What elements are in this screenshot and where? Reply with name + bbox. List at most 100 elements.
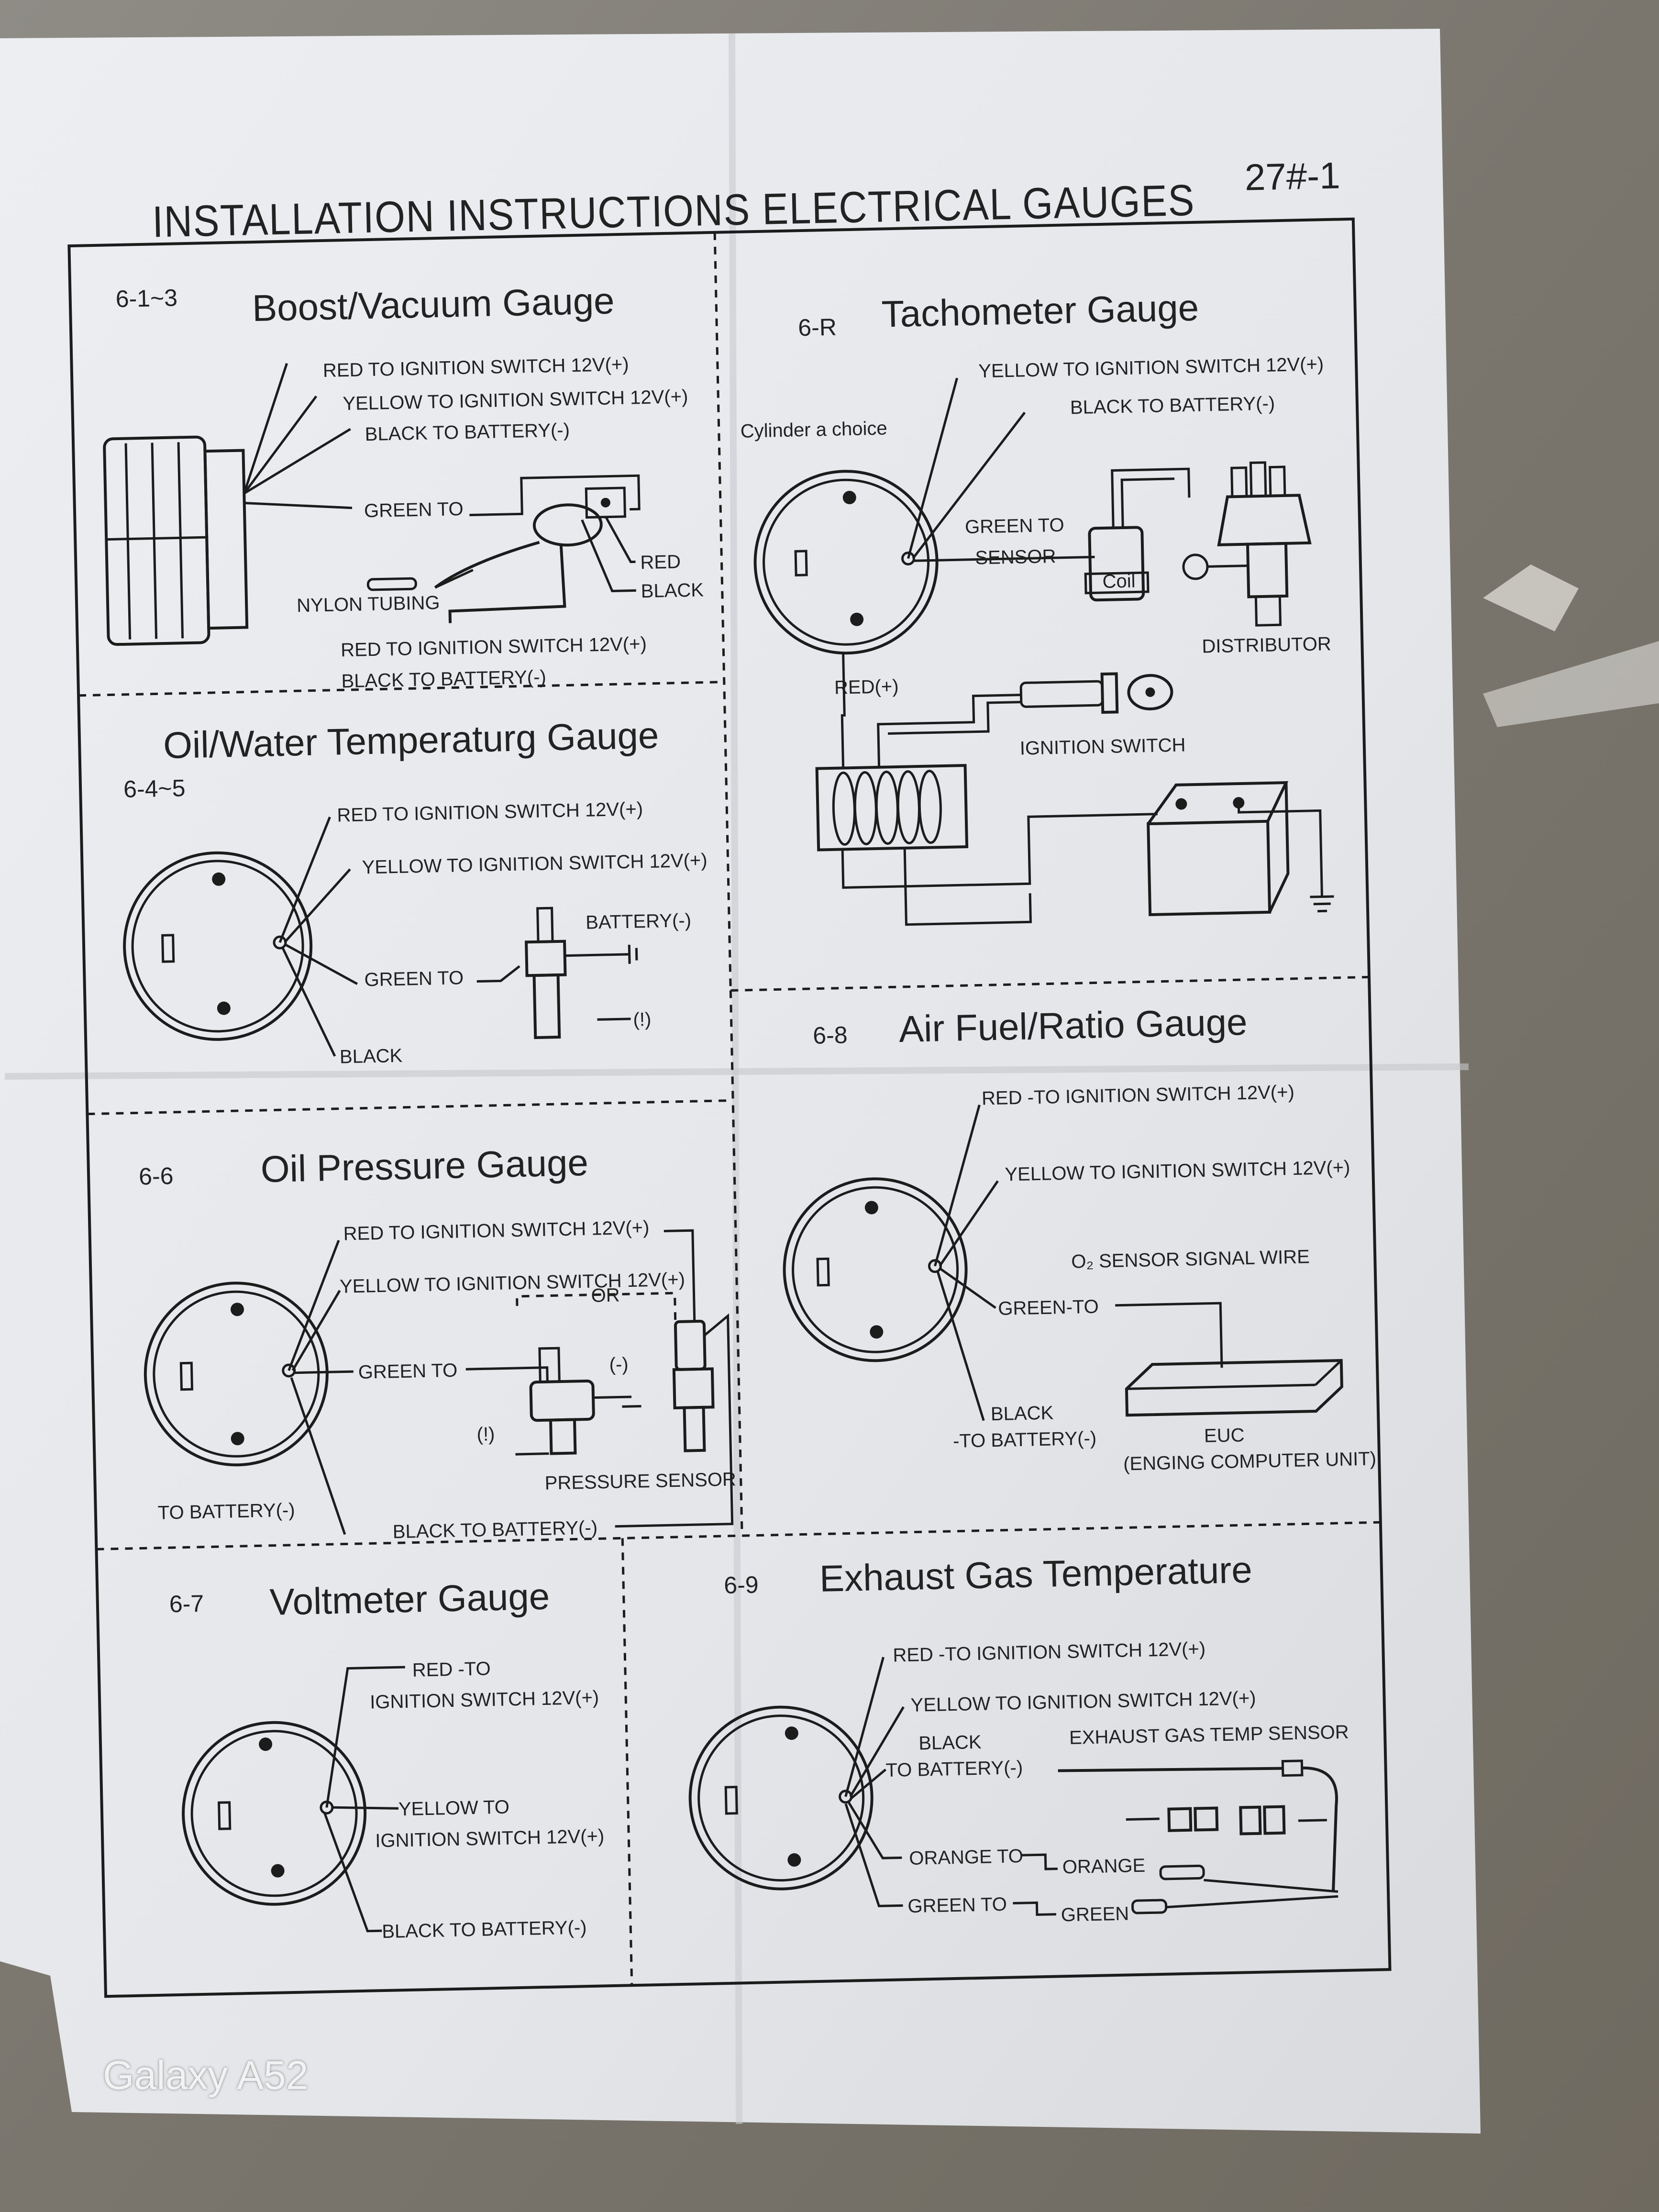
op-warning-label: (!) bbox=[476, 1424, 495, 1445]
sender-label-red: RED bbox=[640, 551, 681, 573]
distributor-label: DISTRIBUTOR bbox=[1202, 633, 1331, 657]
section-title: Oil Pressure Gauge bbox=[260, 1141, 589, 1190]
tach-wire-green: GREEN TO bbox=[965, 515, 1064, 538]
page-title: INSTALLATION INSTRUCTIONS ELECTRICAL GAU… bbox=[152, 176, 1195, 247]
euc-full-label: (ENGING COMPUTER UNIT) bbox=[1123, 1448, 1377, 1474]
volt-wire-red-1: RED -TO bbox=[412, 1658, 491, 1681]
afr-wire-black: BLACK bbox=[990, 1403, 1053, 1425]
oil-water-gauge-face bbox=[123, 851, 313, 1041]
egt-probe bbox=[1058, 1759, 1338, 1914]
ignition-coil: Coil bbox=[1084, 526, 1150, 602]
voltmeter-gauge-face bbox=[182, 1721, 367, 1906]
egt-compression-fittings bbox=[1126, 1805, 1327, 1836]
op-wire-black: BLACK TO BATTERY(-) bbox=[392, 1517, 597, 1543]
section-code: 6-1~3 bbox=[115, 284, 177, 312]
egt-wire-black-2: TO BATTERY(-) bbox=[885, 1757, 1023, 1781]
section-tachometer: 6-R Tachometer Gauge Cylinder a choice Y… bbox=[740, 287, 1334, 926]
volt-wire-black: BLACK TO BATTERY(-) bbox=[382, 1917, 587, 1942]
boost-gauge-side-view bbox=[103, 435, 249, 646]
divider-tach-afr bbox=[730, 975, 1370, 992]
divider-oilwater-oilpress bbox=[87, 1099, 733, 1116]
tach-wire-yellow: YELLOW TO IGNITION SWITCH 12V(+) bbox=[978, 354, 1324, 382]
nylon-tubing-label: NYLON TUBING bbox=[297, 592, 440, 616]
outer-frame bbox=[67, 217, 1392, 1998]
egt-wire-red: RED -TO IGNITION SWITCH 12V(+) bbox=[893, 1638, 1206, 1666]
coil-label: Coil bbox=[1102, 571, 1136, 592]
cylinder-choice-label: Cylinder a choice bbox=[740, 418, 887, 442]
egt-wire-orange: ORANGE TO bbox=[909, 1846, 1023, 1869]
distributor bbox=[1182, 461, 1312, 627]
afr-gauge-face bbox=[783, 1177, 968, 1362]
op-wire-red: RED TO IGNITION SWITCH 12V(+) bbox=[343, 1217, 649, 1244]
section-title: Boost/Vacuum Gauge bbox=[252, 279, 615, 329]
vertical-divider-top bbox=[713, 232, 732, 991]
afr-wire-black-battery: -TO BATTERY(-) bbox=[953, 1428, 1097, 1452]
wire-label-red-2: RED TO IGNITION SWITCH 12V(+) bbox=[341, 633, 647, 661]
afr-wire-yellow: YELLOW TO IGNITION SWITCH 12V(+) bbox=[1005, 1157, 1350, 1185]
section-code: 6-4~5 bbox=[123, 774, 186, 803]
sender-label-black: BLACK bbox=[641, 579, 704, 602]
op-wire-yellow: YELLOW TO IGNITION SWITCH 12V(+) bbox=[340, 1269, 686, 1297]
section-voltmeter: 6-7 Voltmeter Gauge RED -TO IGNITION SWI… bbox=[169, 1575, 605, 1942]
ow-warning-label: (!) bbox=[633, 1009, 652, 1030]
vertical-divider-mid bbox=[729, 990, 743, 1536]
tach-wire-sensor: SENSOR bbox=[975, 546, 1056, 569]
ow-wire-yellow: YELLOW TO IGNITION SWITCH 12V(+) bbox=[362, 850, 708, 878]
ow-battery-label: BATTERY(-) bbox=[586, 910, 692, 933]
section-code: 6-R bbox=[798, 314, 837, 342]
egt-orange-lead: ORANGE bbox=[1062, 1855, 1145, 1878]
tach-wire-black: BLACK TO BATTERY(-) bbox=[1070, 393, 1275, 418]
egt-wire-yellow: YELLOW TO IGNITION SWITCH 12V(+) bbox=[910, 1688, 1256, 1716]
wire-label-yellow: YELLOW TO IGNITION SWITCH 12V(+) bbox=[343, 386, 688, 414]
document-code: 27#-1 bbox=[1244, 154, 1340, 198]
section-code: 6-7 bbox=[169, 1590, 204, 1618]
afr-o2-label: O₂ SENSOR SIGNAL WIRE bbox=[1071, 1246, 1310, 1272]
section-boost-vacuum: 6-1~3 Boost/Vacuum Gauge RED TO IGNITION… bbox=[103, 279, 704, 692]
volt-wire-yellow-1: YELLOW TO bbox=[398, 1797, 510, 1820]
ow-wire-black: BLACK bbox=[340, 1045, 403, 1068]
battery bbox=[1147, 781, 1290, 917]
divider-middle-bottom bbox=[96, 1521, 1381, 1550]
section-title: Exhaust Gas Temperature bbox=[819, 1548, 1252, 1600]
volt-wire-red-2: IGNITION SWITCH 12V(+) bbox=[370, 1687, 599, 1713]
tachometer-gauge-face bbox=[753, 470, 939, 655]
egt-green-lead: GREEN bbox=[1061, 1903, 1129, 1925]
camera-watermark: Galaxy A52 bbox=[103, 2053, 309, 2098]
pressure-sensor bbox=[672, 1319, 715, 1452]
pressure-sensor-label: PRESSURE SENSOR bbox=[544, 1469, 736, 1493]
wire-label-green: GREEN TO bbox=[364, 498, 464, 521]
coil-wiring-block bbox=[815, 764, 969, 852]
engine-computer-unit bbox=[1125, 1359, 1343, 1417]
section-exhaust-gas-temp: 6-9 Exhaust Gas Temperature RED -TO IGNI… bbox=[688, 1548, 1349, 1925]
op-to-battery: TO BATTERY(-) bbox=[157, 1500, 295, 1524]
section-oil-water-temp: Oil/Water Temperaturg Gauge 6-4~5 RED TO… bbox=[123, 714, 708, 1068]
op-wire-green: GREEN TO bbox=[358, 1360, 457, 1383]
boost-sender-unit bbox=[532, 487, 627, 547]
section-air-fuel-ratio: 6-8 Air Fuel/Ratio Gauge RED -TO IGNITIO… bbox=[783, 1001, 1377, 1474]
afr-wire-green: GREEN-TO bbox=[998, 1296, 1099, 1319]
paper-sheet bbox=[0, 29, 1481, 2134]
op-minus-label: (-) bbox=[609, 1354, 629, 1375]
section-title: Tachometer Gauge bbox=[881, 287, 1199, 335]
ignition-switch-label: IGNITION SWITCH bbox=[1019, 734, 1185, 759]
ignition-switch bbox=[1019, 672, 1173, 714]
section-title: Air Fuel/Ratio Gauge bbox=[898, 1001, 1248, 1050]
section-code: 6-6 bbox=[139, 1162, 174, 1190]
op-or-label: OR bbox=[591, 1284, 620, 1306]
section-oil-pressure: 6-6 Oil Pressure Gauge RED TO IGNITION S… bbox=[139, 1141, 737, 1543]
euc-label: EUC bbox=[1204, 1425, 1245, 1447]
volt-wire-yellow-2: IGNITION SWITCH 12V(+) bbox=[375, 1825, 605, 1851]
afr-wire-red: RED -TO IGNITION SWITCH 12V(+) bbox=[982, 1082, 1295, 1109]
temperature-sender bbox=[525, 907, 567, 1040]
ow-wire-red: RED TO IGNITION SWITCH 12V(+) bbox=[337, 798, 643, 826]
section-code: 6-9 bbox=[724, 1571, 759, 1599]
wire-label-black-2: BLACK TO BATTERY(-) bbox=[341, 666, 546, 692]
vertical-divider-bottom bbox=[621, 1538, 633, 1986]
section-title: Oil/Water Temperaturg Gauge bbox=[163, 714, 659, 766]
wire-label-black: BLACK TO BATTERY(-) bbox=[365, 420, 570, 445]
ow-wire-green: GREEN TO bbox=[364, 967, 464, 990]
egt-sensor-label: EXHAUST GAS TEMP SENSOR bbox=[1069, 1722, 1349, 1748]
egt-wire-black-1: BLACK bbox=[918, 1732, 982, 1754]
wire-label-red: RED TO IGNITION SWITCH 12V(+) bbox=[323, 354, 629, 381]
